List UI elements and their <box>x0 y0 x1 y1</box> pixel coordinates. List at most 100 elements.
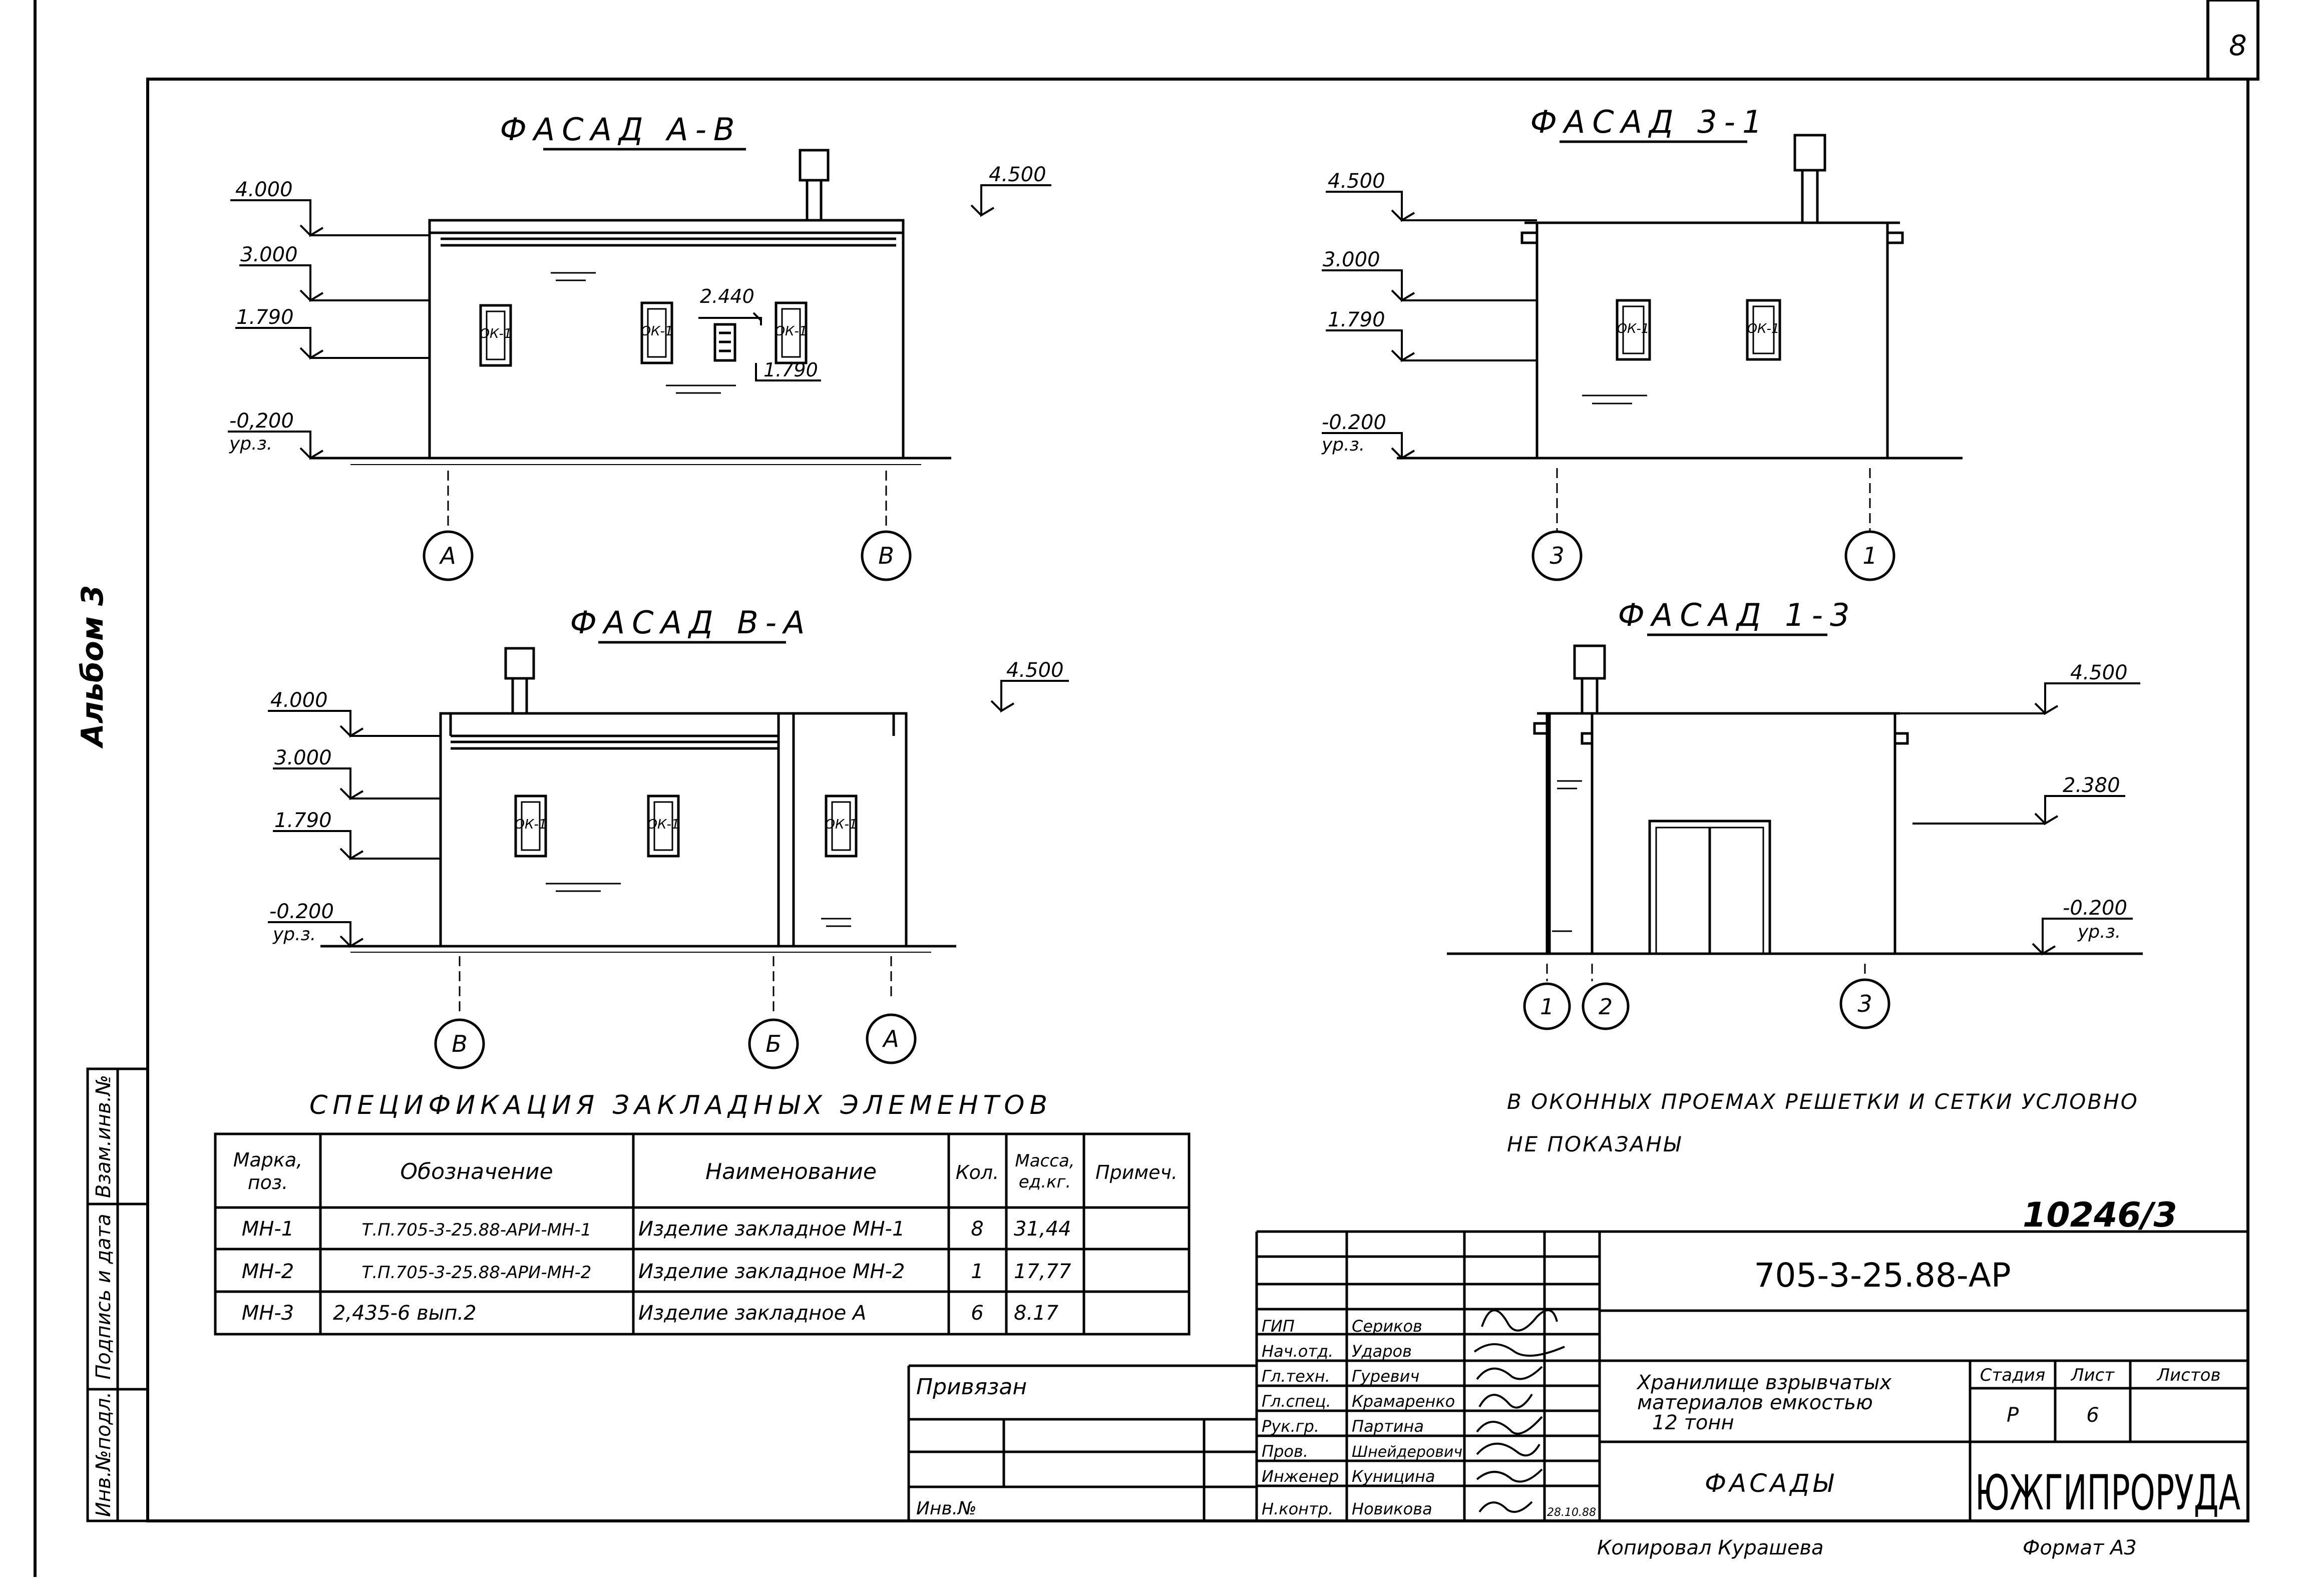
role: Инженер <box>1262 1467 1339 1486</box>
facade-title: ФАСАД А-В <box>500 111 742 148</box>
level-label: 3.000 <box>1323 248 1380 271</box>
copied-by: Копировал Курашева <box>1597 1536 1824 1559</box>
axis-label: 1 <box>1540 994 1554 1020</box>
spec-header: Масса, <box>1015 1151 1074 1171</box>
level-label: 1.790 <box>1328 308 1385 331</box>
level-label: 4.500 <box>1006 659 1064 682</box>
table-cell: 2,435-6 вып.2 <box>333 1302 477 1325</box>
level-label: 1.790 <box>274 809 332 832</box>
facade-a-b: ФАСАД А-В <box>228 111 1051 581</box>
table-row: МН-3 2,435-6 вып.2 Изделие закладное А 6… <box>242 1302 1059 1325</box>
table-cell: Т.П.705-3-25.88-АРИ-МН-2 <box>362 1263 592 1283</box>
role: Н.контр. <box>1262 1499 1333 1518</box>
table-row: МН-1 Т.П.705-3-25.88-АРИ-МН-1 Изделие за… <box>242 1218 1071 1241</box>
window-label: ОК-1 <box>515 817 547 832</box>
level-label: -0.200 <box>2063 897 2127 920</box>
axis-label: Б <box>765 1030 782 1057</box>
role: Нач.отд. <box>1262 1342 1333 1361</box>
axis-label: А <box>882 1025 899 1052</box>
person-name: Партина <box>1352 1417 1424 1436</box>
spec-header: Марка, <box>233 1149 303 1171</box>
level-label: 4.000 <box>235 178 293 201</box>
table-cell: 8 <box>971 1218 983 1241</box>
facade-title: ФАСАД 3-1 <box>1530 104 1769 140</box>
corner-number: 8 <box>2229 30 2247 62</box>
object-name: материалов емкостью <box>1637 1391 1873 1414</box>
level-label: 4.500 <box>2070 661 2128 684</box>
table-cell: 31,44 <box>1014 1218 1071 1241</box>
person-name: Крамаренко <box>1352 1392 1455 1411</box>
facade-title: ФАСАД В-А <box>570 604 812 641</box>
spec-table: СПЕЦИФИКАЦИЯ ЗАКЛАДНЫХ ЭЛЕМЕНТОВ Марка, … <box>214 1090 1191 1336</box>
spec-header: Обозначение <box>400 1159 553 1184</box>
note-line: НЕ ПОКАЗАНЫ <box>1507 1132 1682 1156</box>
table-cell: МН-2 <box>242 1260 294 1283</box>
window-label: ОК-1 <box>775 324 808 339</box>
spec-header: Кол. <box>956 1161 999 1183</box>
stage-value: Р <box>2007 1404 2019 1427</box>
object-name: Хранилище взрывчатых <box>1636 1371 1891 1394</box>
axis-label: 3 <box>1857 990 1872 1017</box>
level-label: -0.200 <box>269 900 334 923</box>
spec-header: Примеч. <box>1095 1161 1178 1183</box>
stage-value: 6 <box>2086 1404 2099 1427</box>
side-strip: Альбом 3 Взам.инв.№ Подпись и дата Инв.№… <box>75 585 149 1522</box>
level-label: 1.790 <box>236 306 294 329</box>
inv-label: Инв.№ <box>916 1498 977 1519</box>
table-cell: Изделие закладное МН-1 <box>638 1218 905 1241</box>
object-name: 12 тонн <box>1652 1411 1734 1434</box>
side-box-1: Взам.инв.№ <box>92 1075 115 1198</box>
signatures <box>1473 1309 1565 1513</box>
axis-label: 2 <box>1599 994 1613 1020</box>
axis-label: В <box>878 542 894 569</box>
facade-1-3: ФАСАД 1-3 4.500 2.380 -0.200 ур.з <box>1447 597 2143 1030</box>
window-label: ОК-1 <box>641 324 673 339</box>
level-label: 1.790 <box>763 359 818 381</box>
drawing-code: 705-3-25.88-АР <box>1754 1256 2011 1295</box>
table-cell: 6 <box>971 1302 983 1325</box>
level-label: ур.з. <box>272 924 316 945</box>
sheet-frame <box>34 0 2259 1577</box>
format: Формат А3 <box>2023 1536 2137 1559</box>
level-label: ур.з. <box>2077 922 2121 942</box>
person-name: Новикова <box>1352 1499 1432 1518</box>
sheet-id: 10246/3 <box>2023 1195 2177 1235</box>
privyazan-label: Привязан <box>916 1374 1027 1400</box>
level-label: 4.000 <box>270 689 328 712</box>
table-cell: 8.17 <box>1014 1302 1059 1325</box>
table-row: МН-2 Т.П.705-3-25.88-АРИ-МН-2 Изделие за… <box>242 1260 1071 1283</box>
level-label: -0.200 <box>1322 411 1386 434</box>
level-label: -0,200 <box>229 410 294 433</box>
role: ГИП <box>1262 1317 1295 1336</box>
level-label: 2.380 <box>2063 774 2120 797</box>
person-name: Шнейдерович <box>1352 1443 1462 1461</box>
stage-header: Листов <box>2156 1365 2220 1385</box>
spec-header: поз. <box>248 1171 288 1193</box>
table-cell: 1 <box>971 1260 983 1283</box>
role: Гл.спец. <box>1262 1392 1331 1411</box>
axis-label: 3 <box>1550 542 1564 569</box>
window-label: ОК-1 <box>480 326 512 341</box>
table-cell: 17,77 <box>1014 1260 1071 1283</box>
level-label: 2.440 <box>700 285 754 307</box>
title-block: 10246/3 <box>907 1195 2248 1559</box>
date: 28.10.88 <box>1547 1506 1596 1519</box>
person-name: Сериков <box>1352 1317 1422 1336</box>
axis-label: В <box>452 1030 468 1057</box>
window-label: ОК-1 <box>1617 321 1650 336</box>
person-name: Гуревич <box>1352 1367 1419 1386</box>
window-label: ОК-1 <box>647 817 680 832</box>
side-box-2: Подпись и дата <box>92 1214 115 1379</box>
note: В ОКОННЫХ ПРОЕМАХ РЕШЕТКИ И СЕТКИ УСЛОВН… <box>1507 1089 2137 1156</box>
spec-header: ед.кг. <box>1019 1172 1071 1192</box>
organization: ЮЖГИПРОРУДА <box>1975 1465 2240 1521</box>
level-label: ур.з. <box>229 434 272 454</box>
role: Гл.техн. <box>1262 1367 1330 1386</box>
level-label: ур.з. <box>1321 435 1365 455</box>
axis-label: 1 <box>1862 542 1877 569</box>
stage-header: Лист <box>2070 1365 2115 1385</box>
axis-label: А <box>439 542 456 569</box>
side-box-3: Инв.№подл. <box>92 1392 115 1517</box>
facade-b-a: ФАСАД В-А 4.000 <box>268 604 1069 1069</box>
